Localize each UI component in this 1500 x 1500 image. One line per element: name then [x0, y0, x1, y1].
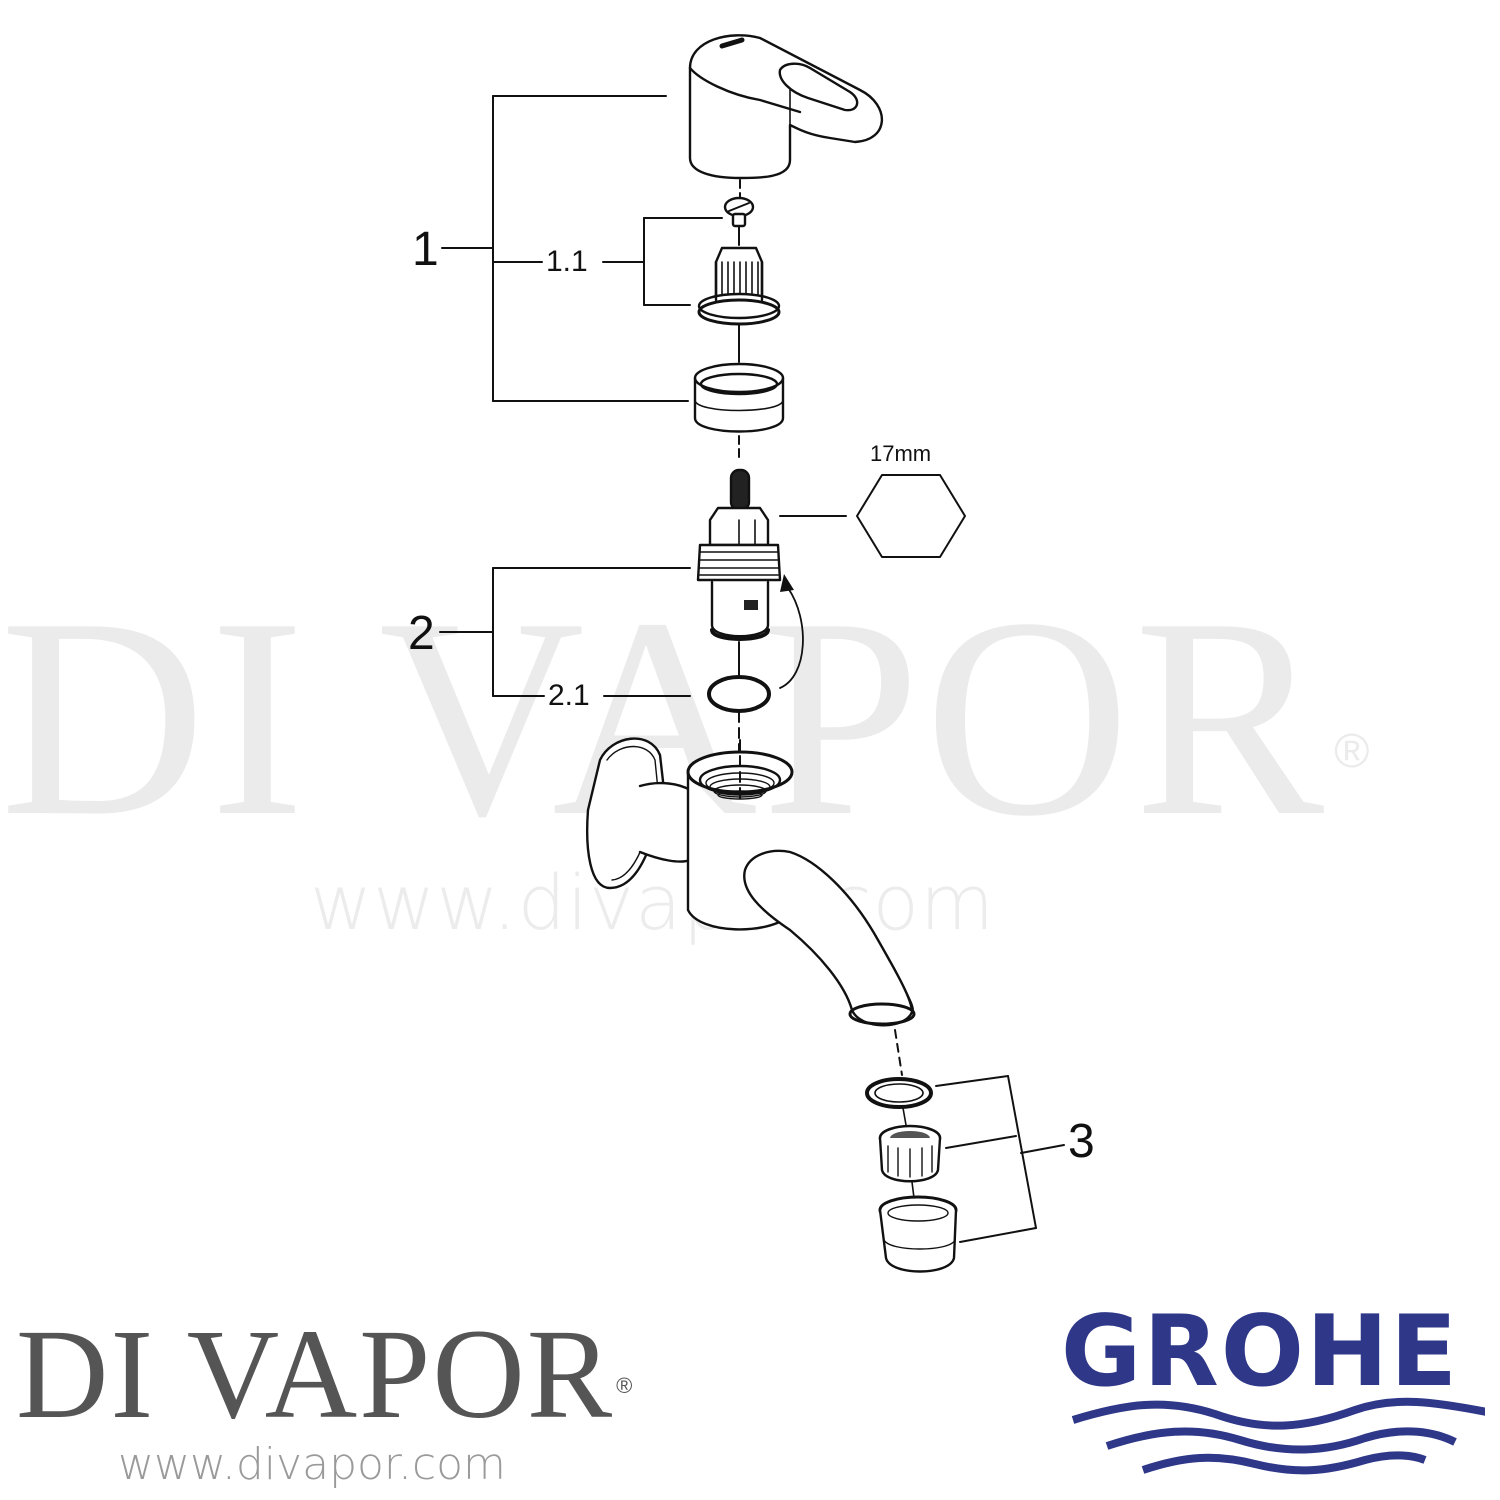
o-ring-icon	[707, 675, 771, 771]
cartridge-headpart-icon	[696, 468, 782, 677]
callout-1-1: 1.1	[544, 245, 590, 278]
leader-lines-3	[935, 1075, 1065, 1243]
divapor-logo: DI VAPOR®	[16, 1310, 634, 1438]
callout-2: 2	[408, 607, 435, 660]
aerator-set-icon	[865, 1077, 958, 1273]
watermark-url: www.divapor.com	[310, 858, 996, 947]
cover-sleeve-icon	[693, 362, 785, 461]
handle-lever-icon	[688, 34, 884, 180]
grohe-logo: GROHE	[1035, 1290, 1485, 1490]
hex-wrench-17mm-icon	[779, 474, 966, 558]
divapor-url: www.divapor.com	[118, 1439, 506, 1490]
callout-1: 1	[412, 223, 439, 276]
spline-adapter-icon	[697, 246, 781, 363]
registered-mark: ®	[1334, 725, 1374, 778]
callout-2-1: 2.1	[546, 679, 592, 712]
leader-lines-1	[441, 95, 723, 402]
install-arrow-icon	[779, 574, 804, 689]
callout-3: 3	[1068, 1115, 1095, 1168]
grohe-waves-icon	[1071, 1397, 1485, 1475]
wrench-size-label: 17mm	[870, 441, 932, 466]
screw-icon	[723, 196, 755, 246]
tap-body-icon	[586, 737, 916, 1076]
leader-lines-2	[439, 567, 691, 697]
divapor-logo-text: DI VAPOR	[16, 1303, 615, 1445]
grohe-logo-text: GROHE	[1060, 1295, 1460, 1409]
divapor-registered-mark: ®	[616, 1373, 635, 1398]
